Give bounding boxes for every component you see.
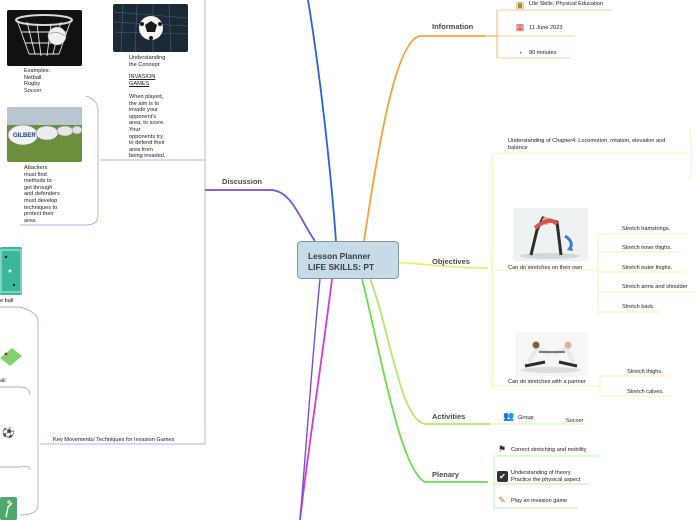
objective-partner-item[interactable]: Stretch calves. — [627, 389, 664, 395]
connector-activities — [369, 278, 490, 425]
training-image — [0, 497, 17, 520]
certificate-icon: ▣ — [515, 0, 525, 10]
rugby-balls-image: GILBERT — [7, 107, 82, 162]
objective-partner-item[interactable]: Stretch thighs. — [627, 369, 663, 375]
plenary-item[interactable]: Play an invasion game — [511, 498, 568, 504]
field-diagram-image — [0, 247, 22, 295]
partial-caption: e ball — [0, 298, 14, 304]
netball-hoop-image — [7, 10, 82, 66]
branch-discussion[interactable]: Discussion — [222, 177, 263, 186]
discussion-attackers[interactable]: Attackers must find methods to get throu… — [24, 165, 60, 224]
objective-partner-label[interactable]: Can do stretches with a partner — [508, 379, 586, 385]
calendar-icon: ▦ — [515, 22, 525, 32]
central-topic[interactable]: Lesson Planner LIFE SKILLS: PT — [297, 241, 399, 279]
objective-chapter[interactable]: Understanding of Chapter4: Locomotion, r… — [508, 138, 666, 151]
soccer-ball-icon: ⚽ — [2, 428, 15, 439]
connector-magenta-branch — [299, 278, 333, 520]
plenary-item[interactable]: Understanding of theory Practice the phy… — [511, 470, 581, 483]
group-icon: 👥 — [503, 411, 515, 421]
plenary-item[interactable]: Correct stretching and mobility — [511, 447, 587, 453]
connector-discussion — [205, 189, 316, 242]
info-duration[interactable]: 90 minutes — [529, 50, 557, 56]
concept-link[interactable]: INVASION GAMES — [129, 74, 156, 87]
objective-own-item[interactable]: Stretch inner thighs. — [622, 245, 672, 251]
objective-own-item[interactable]: Stretch hamstrings. — [622, 226, 671, 232]
notepad-icon: ✎ — [498, 495, 506, 505]
objective-own-item[interactable]: Stretch arms and shoulder — [622, 284, 688, 290]
activity-group[interactable]: Group — [518, 415, 534, 421]
concept-body[interactable]: When played, the aim is to invade your o… — [129, 94, 166, 160]
connector-blue-branch — [307, 0, 337, 242]
info-date[interactable]: 11 June 2023 — [529, 25, 563, 31]
concept-title[interactable]: Understanding the Concept: — [129, 55, 166, 68]
branch-objectives[interactable]: Objectives — [432, 257, 470, 266]
checkbox-icon: ✔ — [497, 471, 508, 482]
branch-activities[interactable]: Activities — [432, 412, 466, 421]
activity-sport[interactable]: Soccer — [566, 418, 584, 424]
connector-plenary — [361, 278, 488, 483]
stretch-partner-image — [515, 332, 588, 376]
connector-information — [363, 35, 485, 242]
svg-text:GILBERT: GILBERT — [13, 133, 40, 139]
stretch-solo-image — [513, 208, 588, 261]
checkered-flag-icon: ⚑ — [497, 444, 507, 454]
discussion-examples[interactable]: Examples: Netball Rugby Soccer — [24, 68, 51, 94]
objective-own-label[interactable]: Can do stretches on their own — [508, 265, 583, 271]
clock-icon: ◔ — [517, 48, 523, 58]
central-title: Lesson Planner — [308, 251, 371, 261]
objective-own-item[interactable]: Stretch back. — [622, 304, 655, 310]
soccer-goal-image — [113, 4, 188, 52]
key-movements-topic[interactable]: Key Movements/ Techniques for Invasion G… — [53, 437, 175, 443]
branch-information[interactable]: Information — [432, 22, 474, 31]
objective-own-item[interactable]: Stretch outer thighs. — [622, 265, 673, 271]
partial-caption: all — [0, 378, 6, 384]
pitch-image — [0, 340, 22, 368]
central-subtitle: LIFE SKILLS: PT — [308, 262, 375, 272]
info-subject[interactable]: Life Skills: Physical Education — [529, 1, 603, 7]
branch-plenary[interactable]: Plenary — [432, 470, 460, 479]
